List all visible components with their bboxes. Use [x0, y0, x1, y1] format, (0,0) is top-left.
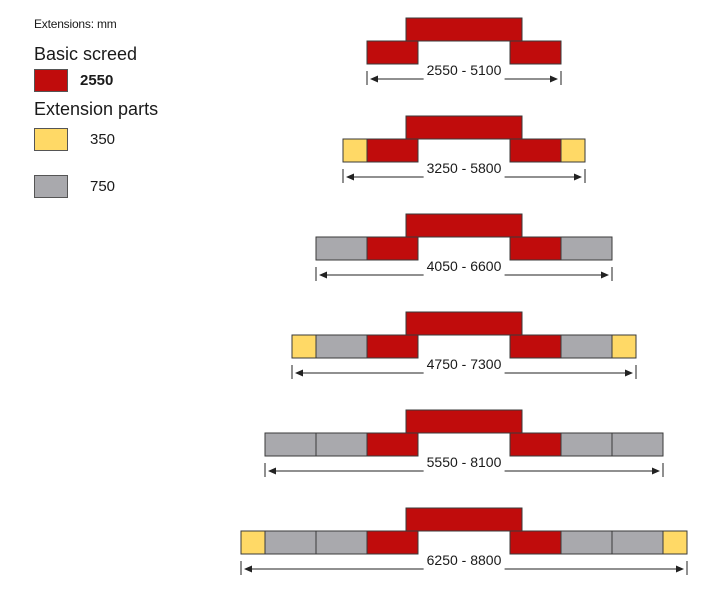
configuration-6: 6250 - 8800 [240, 507, 688, 575]
extension-750-swatch [34, 175, 68, 198]
extension-350-right [560, 138, 586, 163]
basic-screed-right-wing [509, 432, 562, 457]
basic-screed-swatch [34, 69, 68, 92]
range-label-bg [423, 78, 505, 81]
range-label: 3250 - 5800 [427, 160, 502, 176]
range-label: 4750 - 7300 [427, 356, 502, 372]
dimension-arrow-right [550, 75, 558, 83]
extension-750-left [315, 334, 368, 359]
configuration-2: 3250 - 5800 [342, 115, 586, 183]
extension-750-left [315, 432, 368, 457]
range-label-bg [423, 568, 505, 571]
range-label-bg [423, 470, 505, 473]
extension-750-right [560, 432, 613, 457]
basic-screed-top [405, 115, 523, 140]
extension-750-left [315, 236, 368, 261]
range-label-bg [423, 372, 505, 375]
dimension-arrow-left [346, 173, 354, 181]
dimension-arrow-left [244, 565, 252, 573]
extension-350-left [342, 138, 368, 163]
basic-screed-top [405, 213, 523, 238]
basic-screed-right-wing [509, 530, 562, 555]
basic-screed-right-wing [509, 236, 562, 261]
basic-screed-left-wing [366, 138, 419, 163]
basic-screed-right-wing [509, 40, 562, 65]
dimension-arrow-left [319, 271, 327, 279]
extension-750-value: 750 [90, 178, 116, 195]
range-label: 4050 - 6600 [427, 258, 502, 274]
extension-750-left [264, 530, 317, 555]
basic-screed-right-wing [509, 334, 562, 359]
extension-750-left [315, 530, 368, 555]
basic-screed-top [405, 17, 523, 42]
range-label: 2550 - 5100 [427, 62, 502, 78]
basic-screed-left-wing [366, 334, 419, 359]
dimension-arrow-left [295, 369, 303, 377]
extension-750-right [560, 236, 613, 261]
extension-750-right [560, 530, 613, 555]
dimension-arrow-left [370, 75, 378, 83]
extension-750-right [611, 432, 664, 457]
configuration-5: 5550 - 8100 [264, 409, 664, 477]
range-label: 6250 - 8800 [427, 552, 502, 568]
basic-screed-left-wing [366, 40, 419, 65]
dimension-arrow-left [268, 467, 276, 475]
basic-screed-title: Basic screed [34, 44, 138, 64]
dimension-arrow-right [625, 369, 633, 377]
extension-350-right [662, 530, 688, 555]
basic-screed-left-wing [366, 236, 419, 261]
basic-screed-left-wing [366, 432, 419, 457]
unit-note: Extensions: mm [34, 17, 117, 31]
dimension-arrow-right [601, 271, 609, 279]
basic-screed-left-wing [366, 530, 419, 555]
basic-screed-right-wing [509, 138, 562, 163]
basic-screed-value: 2550 [80, 72, 114, 89]
extension-parts-title: Extension parts [34, 99, 159, 119]
extension-350-left [291, 334, 317, 359]
range-label-bg [423, 274, 505, 277]
configuration-4: 4750 - 7300 [291, 311, 637, 379]
basic-screed-top [405, 311, 523, 336]
extension-350-value: 350 [90, 131, 116, 148]
extension-750-right [560, 334, 613, 359]
basic-screed-top [405, 409, 523, 434]
dimension-arrow-right [652, 467, 660, 475]
extension-350-left [240, 530, 266, 555]
range-label-bg [423, 176, 505, 179]
dimension-arrow-right [676, 565, 684, 573]
extension-350-right [611, 334, 637, 359]
range-label: 5550 - 8100 [427, 454, 502, 470]
basic-screed-top [405, 507, 523, 532]
configuration-1: 2550 - 5100 [366, 17, 562, 85]
configuration-3: 4050 - 6600 [315, 213, 613, 281]
extension-750-left [264, 432, 317, 457]
extension-750-right [611, 530, 664, 555]
extension-350-swatch [34, 128, 68, 151]
dimension-arrow-right [574, 173, 582, 181]
